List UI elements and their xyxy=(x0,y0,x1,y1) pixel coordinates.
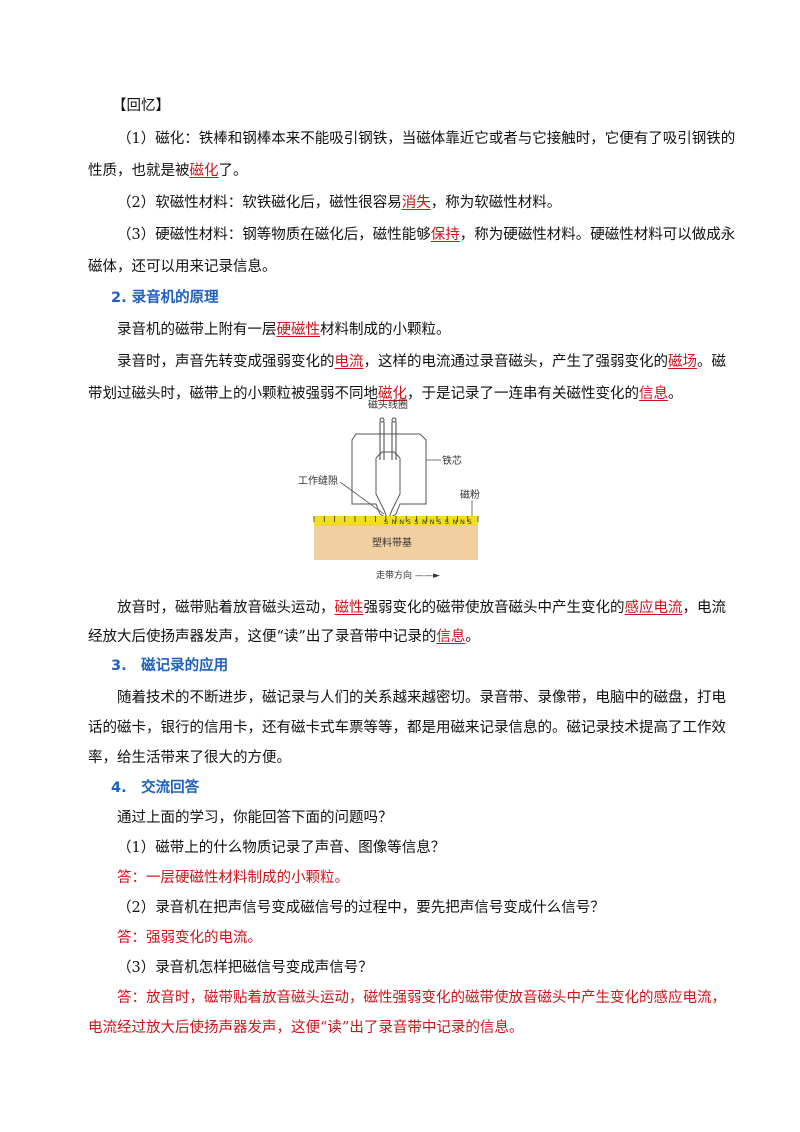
tape-pole-letter: N xyxy=(422,518,427,526)
section-3-heading: 3. 磁记录的应用 xyxy=(111,658,229,674)
section-2-para-2-line-1: 录音时，声音先转变成强弱变化的电流，这样的电流通过录音磁头，产生了强弱变化的磁场… xyxy=(117,354,726,370)
question-3: （3）录音机怎样把磁信号变成声信号？ xyxy=(117,960,373,976)
answer-3-line-1: 答：放音时，磁带贴着放音磁头运动，磁性强弱变化的磁带使放音磁头中产生变化的感应电… xyxy=(117,990,726,1006)
answer-blank: 磁场 xyxy=(668,354,697,370)
question-2: （2）录音机在把声信号变成磁信号的过程中，要先把声信号变成什么信号？ xyxy=(117,900,605,916)
coil-label: 磁头线圈 xyxy=(368,398,408,411)
answer-3-line-2: 电流经过放大后使扬声器发声，这便“读”出了录音带中记录的信息。 xyxy=(88,1020,524,1036)
answer-blank: 电流 xyxy=(334,354,364,370)
iron-core-shape xyxy=(351,433,427,519)
section-2-para-3-line-2: 经放大后使扬声器发声，这便“读”出了录音带中记录的信息。 xyxy=(88,629,480,645)
tape-pole-letter: N xyxy=(452,518,457,526)
recall-item-3-line-1: （3）硬磁性材料：钢等物质在磁化后，磁性能够保持，称为硬磁性材料。硬磁性材料可以… xyxy=(117,227,736,243)
tape-pole-letter: S xyxy=(445,518,449,526)
question-1: （1）磁带上的什么物质记录了声音、图像等信息？ xyxy=(117,840,446,856)
powder-label: 磁粉 xyxy=(460,488,480,501)
tape-pole-letter: N xyxy=(399,518,404,526)
answer-blank: 磁化 xyxy=(378,386,407,402)
base-label: 塑料带基 xyxy=(372,536,412,549)
section-3-line-2: 话的磁卡，银行的信用卡，还有磁卡式车票等等，都是用磁来记录信息的。磁记录技术提高… xyxy=(88,720,726,736)
section-2-para-1: 录音机的磁带上附有一层硬磁性材料制成的小颗粒。 xyxy=(117,322,451,338)
recall-title: 【回忆】 xyxy=(112,98,170,114)
answer-blank: 感应电流 xyxy=(624,600,683,616)
plastic-base xyxy=(314,526,478,560)
recall-item-1-line-1: （1）磁化：铁棒和钢棒本来不能吸引钢铁，当磁体靠近它或者与它接触时，它便有了吸引… xyxy=(117,131,736,147)
tape-pole-letter: N xyxy=(392,518,397,526)
answer-blank: 信息 xyxy=(639,386,668,402)
coil-terminal xyxy=(379,417,385,423)
recall-item-1-line-2: 性质，也就是被磁化了。 xyxy=(88,163,248,179)
answer-blank: 保持 xyxy=(430,227,460,243)
tape-pole-letter: S xyxy=(414,518,418,526)
answer-blank: 信息 xyxy=(436,629,466,645)
direction-arrow: ——► xyxy=(415,571,440,581)
answer-1: 答：一层硬磁性材料制成的小颗粒。 xyxy=(117,870,349,886)
pole-piece-left xyxy=(375,458,388,519)
answer-2: 答：强弱变化的电流。 xyxy=(117,930,262,946)
tape-pole-letter: N xyxy=(460,518,465,526)
tape-pole-letter: S xyxy=(407,518,411,526)
tape-pole-letter: S xyxy=(468,518,472,526)
section-2-para-2-line-2: 带划过磁头时，磁带上的小颗粒被强弱不同地磁化，于是记录了一连串有关磁性变化的信息… xyxy=(88,386,683,402)
section-3-line-1: 随着技术的不断进步，磁记录与人们的关系越来越密切。录音带、录像带，电脑中的磁盘，… xyxy=(117,690,726,706)
answer-blank: 磁性 xyxy=(334,600,364,616)
section-3-line-3: 率，给生活带来了很大的方便。 xyxy=(88,750,291,766)
tape-pole-letter: S xyxy=(384,518,388,526)
answer-blank: 硬磁性 xyxy=(276,322,321,338)
answer-blank: 磁化 xyxy=(189,163,219,179)
pole-bridge xyxy=(375,451,401,459)
tape-pole-letter: N xyxy=(430,518,435,526)
section-2-heading: 2. 录音机的原理 xyxy=(111,290,219,306)
pole-piece-right xyxy=(388,458,401,519)
gap-leader xyxy=(339,481,385,515)
coil-terminal xyxy=(391,417,397,423)
tape-pole-letter: S xyxy=(437,518,441,526)
recall-item-3-line-2: 磁体，还可以用来记录信息。 xyxy=(88,259,277,275)
recall-item-2: （2）软磁性材料：软铁磁化后，磁性很容易消失，称为软磁性材料。 xyxy=(117,195,562,211)
section-4-heading: 4. 交流回答 xyxy=(111,780,200,796)
answer-blank: 消失 xyxy=(401,195,431,211)
direction-label: 走带方向——► xyxy=(376,569,440,581)
core-label: 铁芯 xyxy=(442,454,462,467)
section-2-para-3-line-1: 放音时，磁带贴着放音磁头运动，磁性强弱变化的磁带使放音磁头中产生变化的感应电流，… xyxy=(117,600,726,616)
section-4-intro: 通过上面的学习，你能回答下面的问题吗？ xyxy=(117,810,393,826)
tape-tick-marks xyxy=(313,516,479,522)
gap-label: 工作缝隙 xyxy=(298,474,338,487)
